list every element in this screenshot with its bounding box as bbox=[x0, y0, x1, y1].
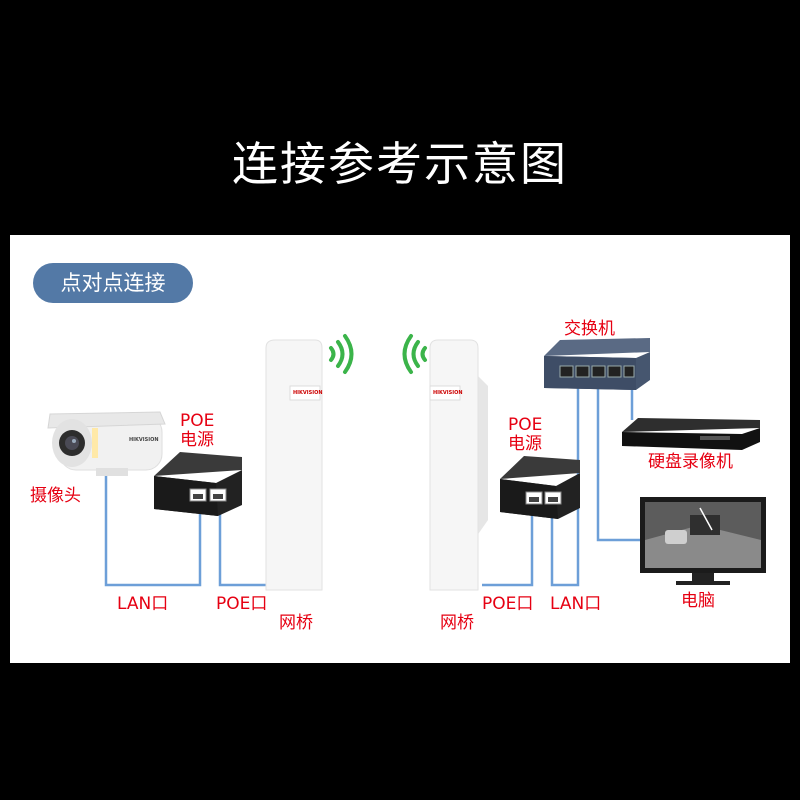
label-bridge-left: 网桥 bbox=[279, 613, 313, 633]
poe-injector-left-icon bbox=[154, 452, 242, 516]
label-lan-port-left: LAN口 bbox=[117, 594, 168, 614]
label-camera: 摄像头 bbox=[30, 486, 81, 506]
label-poe-right-line1: POE bbox=[508, 415, 542, 435]
label-switch: 交换机 bbox=[564, 319, 615, 339]
bridge-right-brand-logo: HIKVISION bbox=[433, 390, 463, 396]
nvr-icon bbox=[622, 418, 760, 450]
cable-poe-left-to-bridge bbox=[220, 505, 268, 585]
cable-switch-to-computer bbox=[598, 387, 642, 540]
bridge-right-icon bbox=[430, 340, 488, 590]
wifi-signal-left-icon bbox=[331, 336, 352, 372]
label-poe-port-right: POE口 bbox=[482, 594, 533, 614]
poe-injector-right-icon bbox=[500, 456, 580, 519]
label-bridge-right: 网桥 bbox=[440, 613, 474, 633]
label-poe-port-left: POE口 bbox=[216, 594, 267, 614]
computer-monitor-icon bbox=[640, 497, 766, 585]
switch-icon bbox=[544, 338, 650, 390]
label-nvr: 硬盘录像机 bbox=[648, 452, 733, 472]
bridge-left-brand-logo: HIKVISION bbox=[293, 390, 323, 396]
label-poe-left-line2: 电源 bbox=[180, 430, 214, 450]
bridge-left-icon bbox=[266, 340, 322, 590]
label-lan-port-right: LAN口 bbox=[550, 594, 601, 614]
camera-brand-logo: HIKVISION bbox=[129, 437, 159, 443]
camera-icon bbox=[48, 412, 165, 476]
cable-bridge-to-poe-right bbox=[482, 510, 532, 585]
label-computer: 电脑 bbox=[681, 591, 715, 611]
label-poe-left-line1: POE bbox=[180, 411, 214, 431]
wifi-signal-right-icon bbox=[405, 336, 426, 372]
label-poe-right-line2: 电源 bbox=[508, 434, 542, 454]
